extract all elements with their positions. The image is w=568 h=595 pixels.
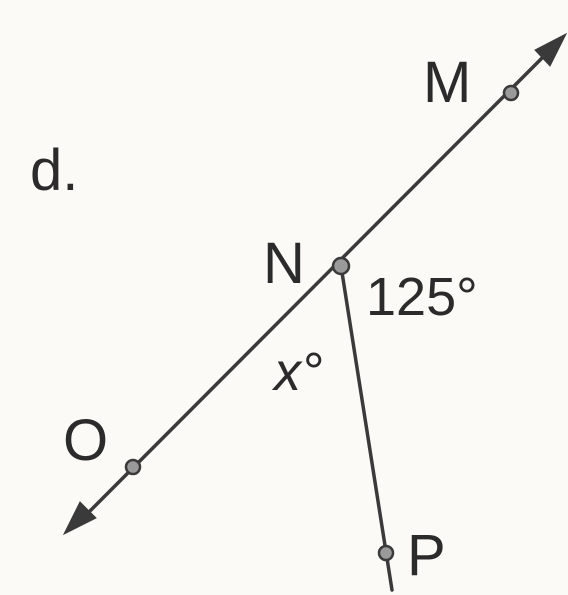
arrowhead-o-end [62, 501, 97, 536]
line-omn [74, 42, 558, 527]
label-o: O [63, 408, 108, 473]
point-o [124, 458, 142, 476]
label-p: P [407, 523, 446, 588]
label-n: N [263, 231, 305, 296]
label-m: M [423, 50, 471, 115]
problem-label: d. [30, 138, 78, 203]
angle-label-unknown: x° [271, 342, 323, 402]
point-n [331, 256, 351, 276]
point-p [377, 544, 395, 562]
point-m [502, 84, 520, 102]
arrowhead-m-end [534, 32, 568, 67]
angle-label-given: 125° [366, 267, 478, 327]
ray-np [339, 264, 394, 592]
